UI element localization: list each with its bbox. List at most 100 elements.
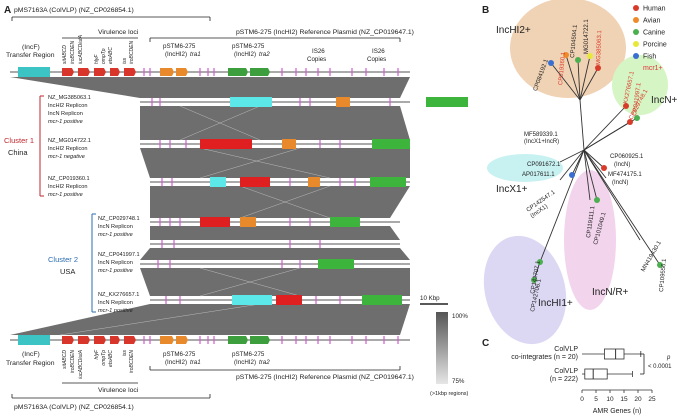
iqr-box (604, 348, 625, 360)
cluster1-label: Cluster 1 (4, 136, 34, 145)
svg-text:hlyF: hlyF (94, 54, 100, 64)
panel-c-letter: C (482, 338, 489, 349)
scale-bar-label: 10 Kbp (420, 295, 440, 302)
cluster2-country: USA (60, 267, 75, 276)
svg-text:(IncN): (IncN) (612, 180, 628, 186)
incn-group-label: IncN+ (651, 95, 678, 106)
svg-text:AP017611.1: AP017611.1 (522, 172, 555, 178)
inchi1-group-label: IncHI1+ (538, 298, 573, 309)
svg-text:CP019360.1: CP019360.1 (558, 51, 567, 85)
svg-text:ColVLP: ColVLP (554, 346, 578, 353)
svg-text:CP091672.1: CP091672.1 (527, 162, 561, 168)
svg-text:mcr-1 positive: mcr-1 positive (48, 192, 83, 198)
incnr-group-bubble (564, 170, 616, 310)
tra2-top-gene: tra2 (259, 51, 270, 58)
svg-text:IncN Replicon: IncN Replicon (48, 111, 83, 117)
svg-text:co-integrates (n = 20): co-integrates (n = 20) (511, 354, 578, 361)
svg-text:hlyF: hlyF (94, 349, 100, 359)
svg-text:mcr1+: mcr1+ (643, 65, 663, 72)
scale-max-label: 100% (452, 313, 468, 320)
svg-text:iroBCDEN: iroBCDEN (70, 350, 76, 373)
svg-text:(IncN): (IncN) (614, 162, 630, 168)
svg-text:ColVLP: ColVLP (554, 368, 578, 375)
scale-note: (>1kbp regions) (430, 391, 469, 397)
svg-text:sitABCD: sitABCD (62, 45, 68, 64)
svg-text:Porcine: Porcine (643, 42, 667, 49)
svg-text:mcr-1 positive: mcr-1 positive (98, 268, 133, 274)
p-value: < 0.0001 (648, 364, 672, 370)
x-tick-label: 10 (606, 396, 614, 403)
svg-text:CP041997.1: CP041997.1 (632, 82, 643, 117)
tra1-top-label: pSTM6-275 (163, 43, 196, 50)
incn-group-bubble (612, 55, 668, 115)
svg-text:CP109556.1: CP109556.1 (659, 258, 668, 292)
svg-text:Avian: Avian (643, 18, 660, 25)
tra2-bottom-gene: tra2 (259, 359, 270, 366)
cluster1-country: China (8, 148, 28, 157)
svg-text:mcr-1 positive: mcr-1 positive (98, 308, 133, 314)
svg-text:MG385063.1: MG385063.1 (596, 30, 603, 66)
svg-text:NZ_KX276657.1: NZ_KX276657.1 (98, 292, 139, 298)
svg-text:Fish: Fish (643, 54, 656, 61)
svg-text:MF474175.1: MF474175.1 (608, 172, 642, 178)
tra1-top-gene: tra1 (190, 51, 201, 58)
p-label: p (666, 355, 671, 361)
alignment-crosslinks (59, 105, 331, 336)
scale-min-label: 75% (452, 378, 465, 385)
tra2-bottom-label: pSTM6-275 (232, 351, 265, 358)
tra2-top-inc: (IncHI2) (234, 51, 256, 58)
svg-text:IncN Replicon: IncN Replicon (98, 260, 133, 266)
svg-text:NZ_MG014722.1: NZ_MG014722.1 (48, 138, 91, 144)
svg-text:(IncX1+IncR): (IncX1+IncR) (524, 139, 559, 145)
svg-text:IncN Replicon: IncN Replicon (98, 224, 133, 230)
tra1-top-inc: (IncHI2) (165, 51, 187, 58)
is26-top-a-copies: Copies (307, 56, 326, 63)
svg-text:iss: iss (122, 57, 128, 64)
strain-labels: NZ_MG385063.1 IncHI2 Replicon IncN Repli… (48, 95, 140, 314)
incx1-group-bubble (487, 154, 563, 182)
top-plasmid-title: pMS7163A (ColVLP) (NZ_CP026854.1) (14, 7, 134, 14)
top-gene-labels: sitABCD iroBCDEN iucABCDiutA hlyF ompTp … (62, 34, 135, 64)
virulence-loci-top: Virulence loci (98, 29, 139, 36)
svg-text:CP142707.1: CP142707.1 (530, 260, 542, 295)
svg-text:NZ_CP029748.1: NZ_CP029748.1 (98, 216, 140, 222)
iqr-box (584, 368, 608, 380)
boxplot-xlabel: AMR Genes (n) (593, 408, 642, 415)
alignment-bands (10, 77, 410, 335)
svg-text:iucABCDiutA: iucABCDiutA (78, 34, 84, 64)
svg-text:IncHI2 Replicon: IncHI2 Replicon (48, 103, 88, 109)
inchi2-group-bubble (510, 0, 626, 98)
boxplot-row-labels: ColVLP co-integrates (n = 20) ColVLP (n … (511, 346, 578, 383)
x-tick-label: 0 (580, 396, 584, 403)
panel-a-letter: A (4, 5, 11, 16)
incnr-group-label: IncN/R+ (592, 287, 629, 298)
incx1-group-label: IncX1+ (496, 184, 528, 195)
svg-text:Canine: Canine (643, 30, 665, 37)
bottom-track-features (18, 335, 399, 345)
svg-text:IncHI2 Replicon: IncHI2 Replicon (48, 146, 88, 152)
tra1-bottom-inc: (IncHI2) (165, 359, 187, 366)
top-track-features (18, 67, 399, 77)
svg-text:mcr-1 positive: mcr-1 positive (48, 119, 83, 125)
svg-text:iucABCDiutA: iucABCDiutA (78, 349, 84, 379)
svg-text:sitABCD: sitABCD (62, 350, 68, 369)
reference-plasmid-top: pSTM6-275 (IncHI2) Reference Plasmid (NZ… (236, 29, 414, 36)
svg-text:etsABC: etsABC (108, 47, 114, 64)
svg-text:iss: iss (122, 350, 128, 357)
is26-top-b: IS26 (372, 48, 385, 55)
svg-text:NZ_MG385063.1: NZ_MG385063.1 (48, 95, 91, 101)
svg-text:MN419430.1: MN419430.1 (641, 240, 664, 273)
svg-text:(n = 222): (n = 222) (550, 376, 578, 383)
x-tick-label: 15 (620, 396, 628, 403)
strain-tracks (140, 97, 468, 305)
reference-plasmid-bottom: pSTM6-275 (IncHI2) Reference Plasmid (NZ… (236, 374, 414, 381)
svg-text:mcr-1 negative: mcr-1 negative (48, 154, 85, 160)
boxplot-colvlp (582, 368, 633, 380)
identity-gradient (436, 312, 448, 384)
boxplot-cointegrates (582, 348, 642, 360)
x-tick-label: 20 (634, 396, 642, 403)
tra2-top-label: pSTM6-275 (232, 43, 265, 50)
bottom-plasmid-title: pMS7163A (ColVLP) (NZ_CP026854.1) (14, 404, 134, 411)
svg-text:etsABC: etsABC (108, 350, 114, 367)
